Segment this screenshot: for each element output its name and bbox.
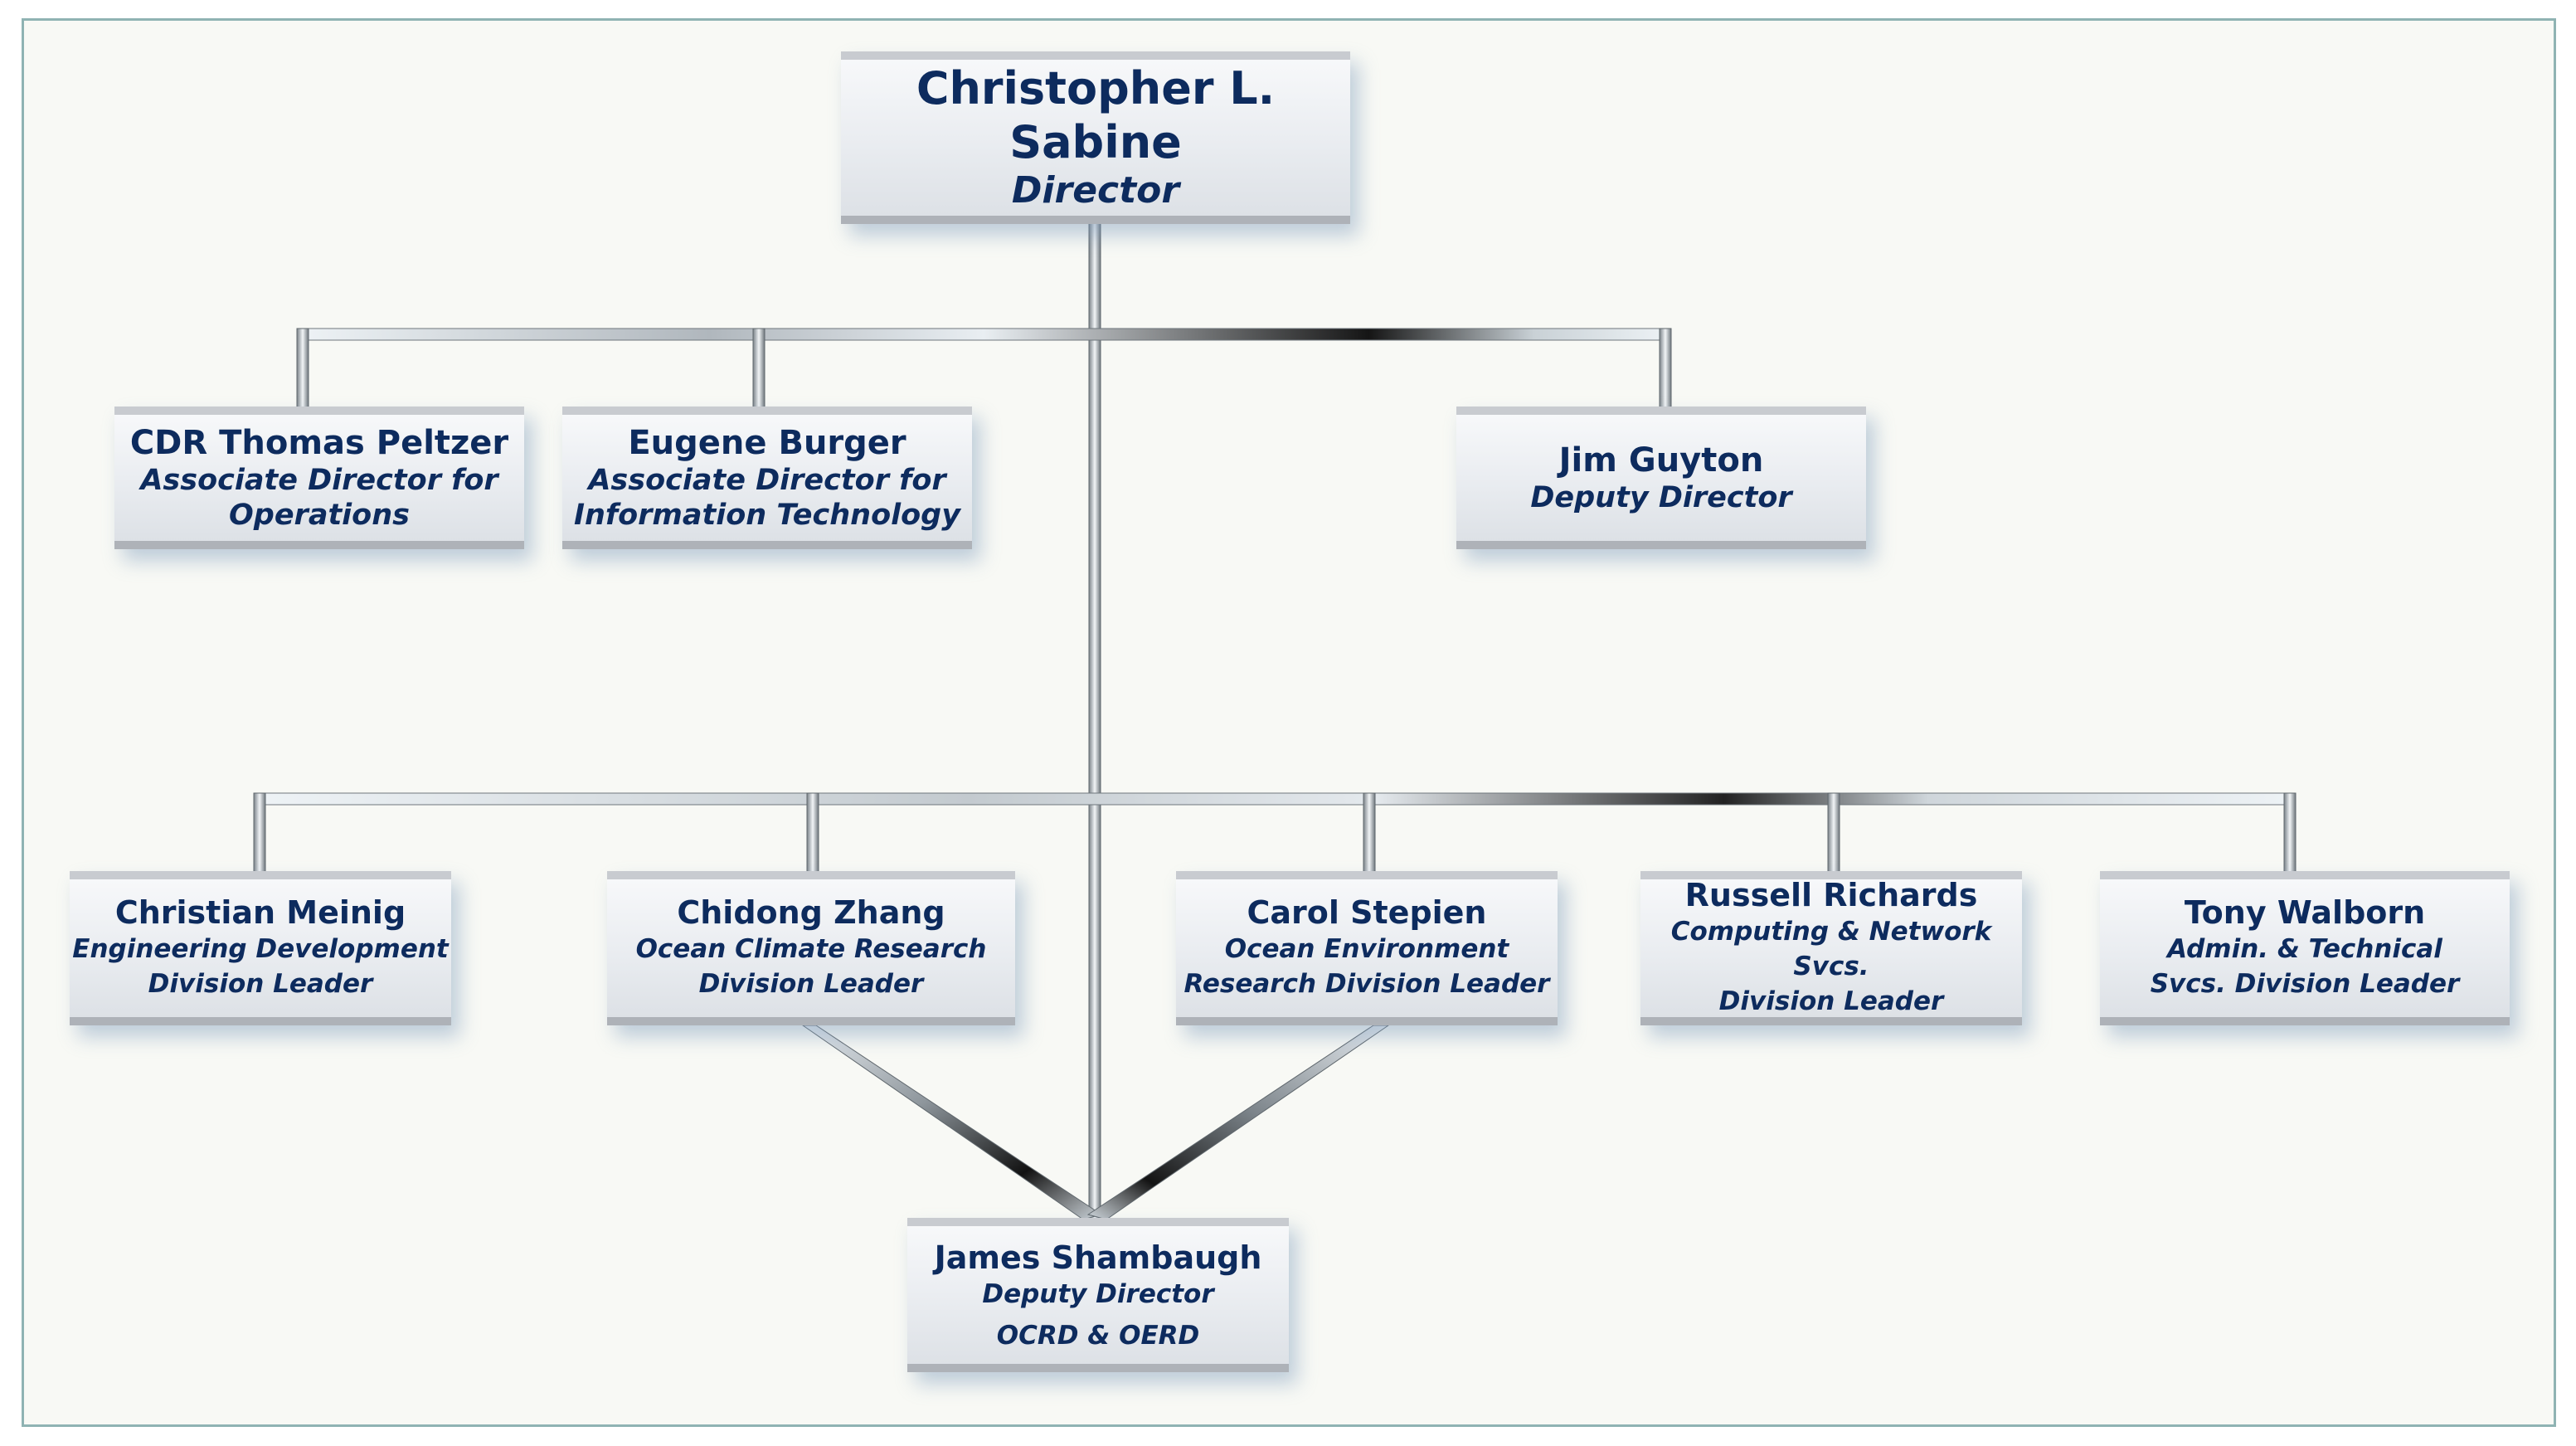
zhang-title-line-1: Ocean Climate Research: [635, 933, 987, 964]
walborn-name: Tony Walborn: [2184, 894, 2426, 932]
main-trunk-line: [1088, 222, 1101, 1220]
stepien-title-line-1: Ocean Environment: [1224, 933, 1509, 964]
diagram-frame: [22, 18, 2556, 1427]
drop-line-burger: [752, 328, 766, 409]
node-director: Christopher L. Sabine Director: [841, 51, 1350, 224]
richards-title-line-2: Division Leader: [1718, 986, 1944, 1016]
middle-branch-bar: [253, 792, 2297, 806]
drop-line-zhang: [806, 792, 819, 874]
node-christian-meinig: Christian Meinig Engineering Development…: [70, 871, 451, 1025]
node-eugene-burger: Eugene Burger Associate Director for Inf…: [562, 407, 972, 549]
drop-line-meinig: [253, 792, 266, 874]
diagonal-line-zhang-shambaugh: [801, 1025, 1103, 1220]
guyton-name: Jim Guyton: [1558, 441, 1764, 480]
diagonal-line-stepien-shambaugh: [1086, 1025, 1390, 1220]
walborn-title-line-2: Svcs. Division Leader: [2150, 968, 2460, 999]
peltzer-name: CDR Thomas Peltzer: [129, 424, 509, 462]
node-james-shambaugh: James Shambaugh Deputy Director OCRD & O…: [907, 1218, 1289, 1372]
upper-branch-bar: [296, 328, 1672, 341]
stepien-title-line-2: Research Division Leader: [1184, 968, 1550, 999]
drop-line-stepien: [1363, 792, 1376, 874]
director-name: Christopher L. Sabine: [916, 61, 1276, 168]
zhang-title-line-2: Division Leader: [698, 968, 924, 999]
drop-line-guyton: [1659, 328, 1672, 409]
peltzer-title-line-2: Operations: [229, 499, 410, 532]
drop-line-richards: [1827, 792, 1840, 874]
burger-name: Eugene Burger: [628, 424, 906, 462]
meinig-name: Christian Meinig: [114, 894, 406, 932]
zhang-name: Chidong Zhang: [677, 894, 945, 932]
node-jim-guyton: Jim Guyton Deputy Director: [1456, 407, 1866, 549]
drop-line-walborn: [2283, 792, 2297, 874]
shambaugh-name: James Shambaugh: [934, 1239, 1262, 1277]
node-carol-stepien: Carol Stepien Ocean Environment Research…: [1176, 871, 1558, 1025]
richards-title-line-1: Computing & Network Svcs.: [1670, 917, 1992, 981]
stepien-name: Carol Stepien: [1247, 894, 1487, 932]
meinig-title-line-2: Division Leader: [148, 968, 373, 999]
node-tony-walborn: Tony Walborn Admin. & Technical Svcs. Di…: [2100, 871, 2510, 1025]
node-chidong-zhang: Chidong Zhang Ocean Climate Research Div…: [607, 871, 1015, 1025]
walborn-title-line-1: Admin. & Technical: [2167, 933, 2442, 964]
node-russell-richards: Russell Richards Computing & Network Svc…: [1640, 871, 2022, 1025]
burger-title-line-2: Information Technology: [573, 499, 961, 532]
node-thomas-peltzer: CDR Thomas Peltzer Associate Director fo…: [114, 407, 524, 549]
meinig-title-line-1: Engineering Development: [72, 933, 449, 964]
shambaugh-title: Deputy Director: [982, 1278, 1214, 1309]
guyton-title-line-1: Deputy Director: [1530, 481, 1792, 514]
burger-title-line-1: Associate Director for: [588, 464, 946, 497]
drop-line-peltzer: [296, 328, 309, 409]
director-title: Director: [1011, 169, 1180, 212]
richards-name: Russell Richards: [1684, 877, 1978, 914]
shambaugh-subtitle: OCRD & OERD: [996, 1320, 1200, 1351]
peltzer-title-line-1: Associate Director for: [140, 464, 498, 497]
